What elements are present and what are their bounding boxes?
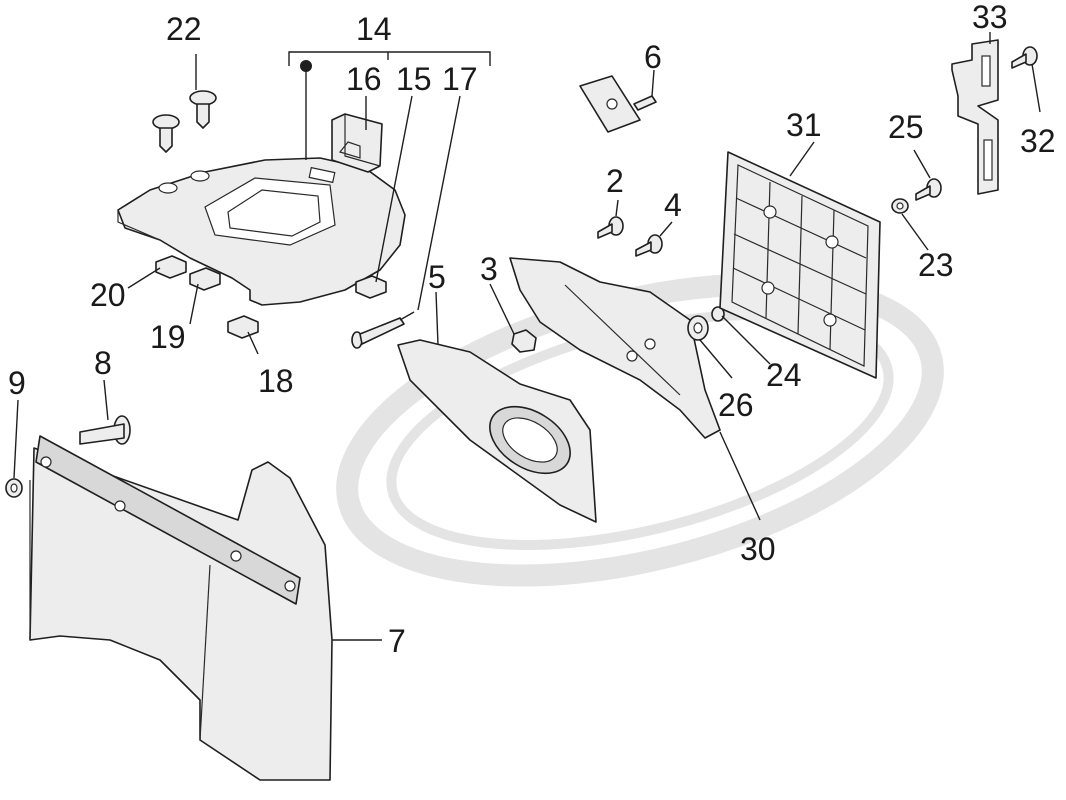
washer-23 xyxy=(891,198,909,214)
leader-lines xyxy=(13,32,1041,641)
rivet-17 xyxy=(351,311,415,349)
screw-32 xyxy=(1011,46,1038,69)
nut-3 xyxy=(511,329,537,353)
callout-17: 17 xyxy=(442,61,478,97)
callout-9: 9 xyxy=(8,365,26,401)
callout-8: 8 xyxy=(94,345,112,381)
callout-2: 2 xyxy=(606,163,624,199)
callout-6: 6 xyxy=(644,39,662,75)
callout-labels: 22 14 16 15 17 6 33 31 25 32 2 4 3 5 23 … xyxy=(8,0,1056,659)
clip-nut-15 xyxy=(355,275,387,299)
washer-9 xyxy=(5,478,23,498)
bolt-8 xyxy=(79,415,131,445)
callout-23: 23 xyxy=(918,247,954,283)
callout-3: 3 xyxy=(480,251,498,287)
callout-31: 31 xyxy=(786,107,822,143)
screw-25 xyxy=(915,178,942,201)
screw-22-right xyxy=(189,90,217,129)
callout-19: 19 xyxy=(150,319,186,355)
clip-nut-20 xyxy=(155,255,187,279)
clip-nut-19 xyxy=(189,267,221,291)
screw-2 xyxy=(597,216,624,239)
callout-16: 16 xyxy=(346,61,382,97)
screw-4 xyxy=(635,234,663,257)
clip-nut-18 xyxy=(227,315,259,339)
callout-33: 33 xyxy=(972,0,1008,35)
cover-part-30 xyxy=(509,257,721,439)
nut-26 xyxy=(687,315,709,341)
housing-part-5 xyxy=(397,339,597,523)
pad-part-6 xyxy=(579,75,657,133)
washer-24 xyxy=(711,306,725,322)
mudflap-part-7 xyxy=(29,435,333,781)
screw-22-left xyxy=(152,114,180,153)
callout-26: 26 xyxy=(718,387,754,423)
callout-18: 18 xyxy=(258,363,294,399)
callout-4: 4 xyxy=(664,187,682,223)
callout-22: 22 xyxy=(166,11,202,47)
callout-25: 25 xyxy=(888,109,924,145)
callout-20: 20 xyxy=(90,277,126,313)
callout-30: 30 xyxy=(740,531,776,567)
bracket-33 xyxy=(951,39,999,195)
callout-14: 14 xyxy=(356,11,392,47)
callout-7: 7 xyxy=(388,623,406,659)
reflector-block-part xyxy=(331,113,383,173)
callout-24: 24 xyxy=(766,357,802,393)
callout-5: 5 xyxy=(428,259,446,295)
callout-15: 15 xyxy=(396,61,432,97)
carrier-plate-part xyxy=(117,157,406,306)
callout-32: 32 xyxy=(1020,123,1056,159)
plate-holder-part-31 xyxy=(719,151,881,379)
